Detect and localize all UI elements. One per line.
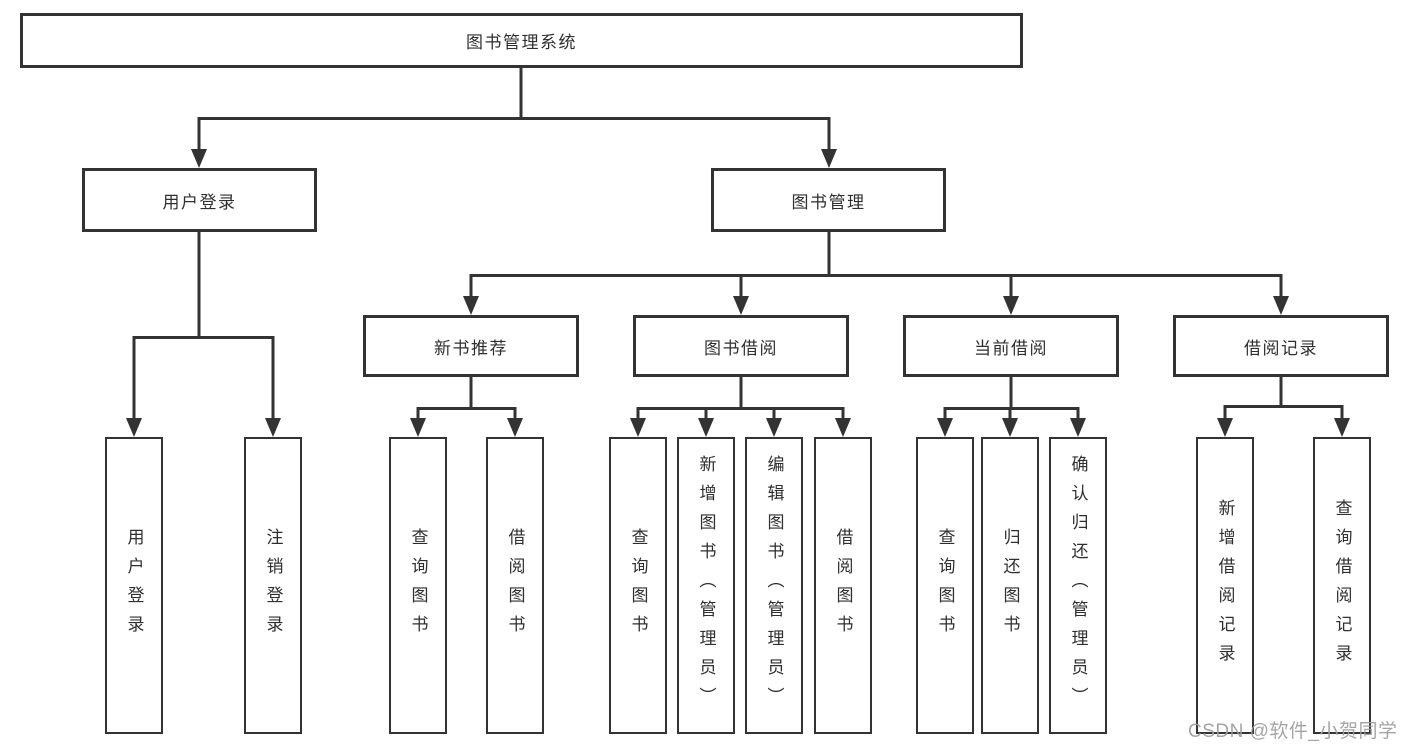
node-library-system: 图书管理系统	[20, 13, 1023, 68]
leaf-edit-book-admin: 编辑图书（管理员）	[745, 437, 803, 734]
leaf-user-login-label: 用户登录	[124, 527, 144, 644]
leaf-return-book: 归还图书	[981, 437, 1039, 734]
leaf-query-books-label: 查询图书	[408, 527, 428, 644]
leaf-confirm-return-admin: 确认归还（管理员）	[1049, 437, 1107, 734]
leaf-borrow-books: 借阅图书	[814, 437, 872, 734]
leaf-add-book-admin-label: 新增图书（管理员）	[696, 455, 716, 716]
leaf-borrow-books: 借阅图书	[486, 437, 544, 734]
node-library-system-label: 图书管理系统	[466, 33, 577, 52]
node-book-management-label: 图书管理	[791, 192, 866, 212]
node-book-borrow-label: 图书借阅	[704, 338, 778, 358]
leaf-query-books-label: 查询图书	[935, 527, 955, 644]
connector-records-to-leaves	[1217, 375, 1350, 437]
node-borrow-records: 借阅记录	[1173, 315, 1389, 377]
connector-book-mgmt-to-level3	[463, 230, 1289, 315]
connector-borrow-to-leaves	[630, 375, 851, 437]
node-user-login-group: 用户登录	[82, 168, 317, 232]
leaf-add-book-admin: 新增图书（管理员）	[677, 437, 735, 734]
leaf-edit-book-admin-label: 编辑图书（管理员）	[764, 455, 784, 716]
leaf-borrow-books-label: 借阅图书	[833, 527, 853, 644]
leaf-query-books-label: 查询图书	[628, 527, 648, 644]
connector-user-login-to-leaves	[126, 230, 281, 437]
node-user-login-group-label: 用户登录	[162, 192, 237, 212]
leaf-logout: 注销登录	[244, 437, 302, 734]
leaf-borrow-books-label: 借阅图书	[505, 527, 525, 644]
leaf-return-book-label: 归还图书	[1000, 527, 1020, 644]
connector-recommend-to-leaves	[410, 375, 523, 437]
node-book-borrow: 图书借阅	[633, 315, 849, 377]
leaf-query-books: 查询图书	[389, 437, 447, 734]
leaf-user-login: 用户登录	[105, 437, 163, 734]
connector-root-to-level2	[191, 66, 837, 168]
leaf-add-borrow-record: 新增借阅记录	[1196, 437, 1254, 734]
leaf-query-books: 查询图书	[916, 437, 974, 734]
node-book-management: 图书管理	[711, 168, 946, 232]
leaf-add-borrow-record-label: 新增借阅记录	[1215, 498, 1235, 673]
node-new-book-recommend-label: 新书推荐	[434, 338, 508, 358]
connector-current-to-leaves	[937, 375, 1086, 437]
node-current-borrow: 当前借阅	[903, 315, 1119, 377]
leaf-query-borrow-record-label: 查询借阅记录	[1332, 498, 1352, 673]
leaf-query-books: 查询图书	[609, 437, 667, 734]
csdn-watermark: CSDN @软件_小贺同学	[1188, 721, 1398, 742]
leaf-confirm-return-admin-label: 确认归还（管理员）	[1068, 455, 1088, 716]
leaf-logout-label: 注销登录	[263, 527, 283, 644]
node-new-book-recommend: 新书推荐	[363, 315, 579, 377]
leaf-query-borrow-record: 查询借阅记录	[1313, 437, 1371, 734]
node-current-borrow-label: 当前借阅	[974, 338, 1048, 358]
node-borrow-records-label: 借阅记录	[1244, 338, 1318, 358]
